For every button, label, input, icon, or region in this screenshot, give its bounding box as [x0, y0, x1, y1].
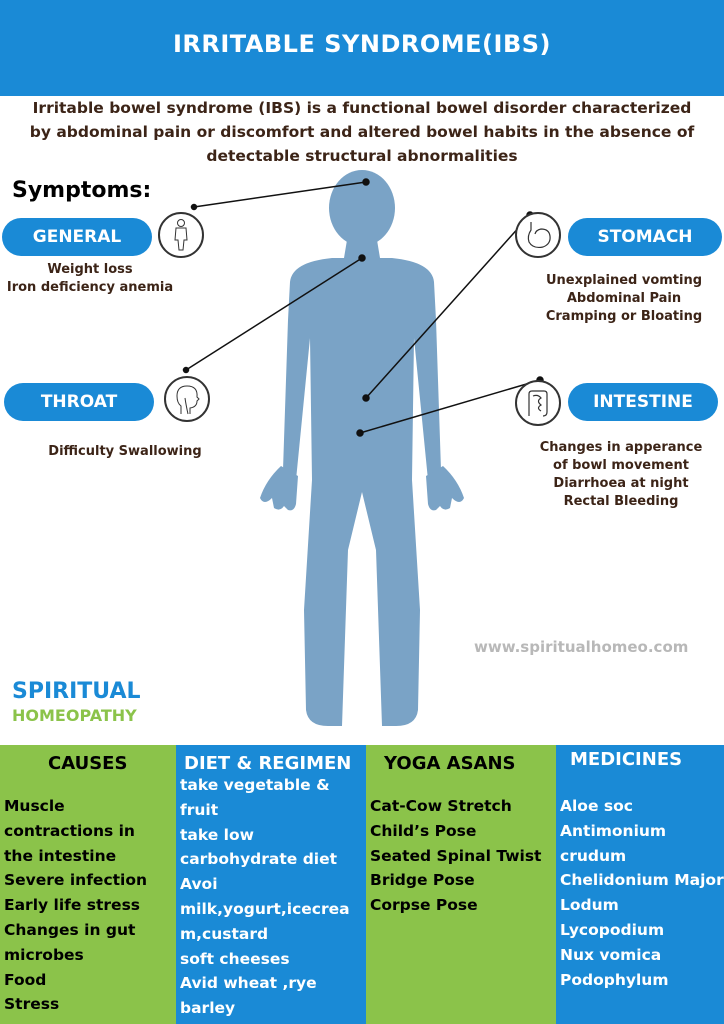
list-item: Abdominal Pain: [566, 291, 682, 306]
list-item: Iron deficiency anemia: [6, 280, 174, 295]
medicines-panel: MEDICINES Aloe soc Antimonium crudum Che…: [556, 745, 724, 1024]
brand-logo-spiritual: SPIRITUAL: [12, 679, 141, 704]
list-item: Aloe soc: [560, 797, 633, 815]
medicines-list: Aloe soc Antimonium crudum Chelidonium M…: [560, 794, 724, 992]
list-item: Child’s Pose: [370, 821, 477, 840]
list-item: Food: [4, 970, 47, 989]
list-item: Unexplained vomting: [545, 273, 703, 288]
medicines-heading: MEDICINES: [570, 749, 683, 770]
intestine-label-pill: INTESTINE: [568, 383, 718, 421]
list-item: fruit: [180, 800, 219, 819]
list-item: Antimonium: [560, 821, 667, 840]
intro-line: by abdominal pain or discomfort and alte…: [29, 123, 695, 141]
yoga-asans-panel: YOGA ASANS Cat-Cow Stretch Child’s Pose …: [366, 745, 556, 1024]
yoga-list: Cat-Cow Stretch Child’s Pose Seated Spin…: [370, 794, 552, 918]
list-item: Severe infection: [4, 871, 148, 890]
website-watermark: www.spiritualhomeo.com: [474, 638, 689, 656]
list-item: Early life stress: [4, 896, 141, 915]
list-item: Difficulty Swallowing: [48, 444, 202, 459]
list-item: soft cheeses: [180, 949, 290, 968]
intestine-icon: [515, 380, 561, 426]
list-item: m,custard: [180, 924, 269, 943]
list-item: Lodum: [560, 896, 619, 915]
page-title: IRRITABLE SYNDROME(IBS): [172, 30, 551, 58]
causes-panel: CAUSES Muscle contractions in the intest…: [0, 745, 176, 1024]
stomach-label-pill: STOMACH: [568, 218, 722, 256]
list-item: crudum: [560, 846, 627, 865]
list-item: Corpse Pose: [370, 896, 478, 915]
list-item: Cat-Cow Stretch: [370, 797, 512, 815]
list-item: barley: [180, 999, 236, 1018]
list-item: Chelidonium Major: [560, 871, 724, 890]
intro-line: detectable structural abnormalities: [206, 147, 518, 165]
intro-line: Irritable bowel syndrome (IBS) is a func…: [32, 99, 692, 117]
list-item: Changes in apperance: [539, 440, 703, 455]
stomach-symptom-list: Unexplained vomting Abdominal Pain Cramp…: [524, 272, 724, 326]
human-figure-icon: [158, 212, 204, 258]
brand-logo-homeopathy: HOMEOPATHY: [12, 706, 137, 725]
list-item: Seated Spinal Twist: [370, 846, 542, 865]
list-item: Lycopodium: [560, 920, 665, 939]
causes-list: Muscle contractions in the intestine Sev…: [4, 794, 172, 1017]
list-item: Avid wheat ,rye: [180, 974, 317, 993]
intestine-symptom-list: Changes in apperance of bowl movement Di…: [526, 439, 716, 511]
list-item: Podophylum: [560, 970, 669, 989]
list-item: Diarrhoea at night: [553, 476, 689, 491]
list-item: Cramping or Bloating: [545, 309, 703, 324]
throat-label-pill: THROAT: [4, 383, 154, 421]
body-silhouette: [260, 170, 464, 726]
list-item: the intestine: [4, 846, 117, 865]
list-item: take vegetable &: [180, 776, 330, 794]
list-item: Weight loss: [47, 262, 133, 277]
list-item: Bridge Pose: [370, 871, 475, 890]
human-body-figure: [260, 170, 464, 726]
causes-heading: CAUSES: [48, 753, 128, 774]
list-item: microbes: [4, 945, 84, 964]
list-item: contractions in: [4, 821, 135, 840]
symptoms-heading: Symptoms:: [12, 178, 152, 203]
list-item: Nux vomica: [560, 945, 662, 964]
head-profile-icon: [164, 376, 210, 422]
intro-paragraph: Irritable bowel syndrome (IBS) is a func…: [4, 96, 720, 168]
yoga-heading: YOGA ASANS: [384, 753, 516, 774]
throat-symptom-list: Difficulty Swallowing: [20, 443, 230, 461]
diet-heading: DIET & REGIMEN: [184, 753, 352, 774]
diet-regimen-panel: DIET & REGIMEN take vegetable & fruit ta…: [176, 745, 366, 1024]
stomach-icon: [515, 212, 561, 258]
general-label-pill: GENERAL: [2, 218, 152, 256]
list-item: take low: [180, 825, 254, 844]
list-item: Changes in gut: [4, 920, 136, 939]
list-item: Avoi: [180, 875, 218, 894]
general-symptom-list: Weight loss Iron deficiency anemia: [0, 261, 180, 297]
list-item: of bowl movement: [553, 458, 689, 473]
title-banner: IRRITABLE SYNDROME(IBS): [0, 0, 724, 96]
list-item: Muscle: [4, 797, 65, 815]
list-item: Stress: [4, 995, 60, 1014]
list-item: milk,yogurt,icecrea: [180, 899, 350, 918]
list-item: carbohydrate diet: [180, 850, 338, 869]
list-item: Rectal Bleeding: [563, 494, 679, 509]
diet-list: take vegetable & fruit take low carbohyd…: [180, 773, 362, 1021]
